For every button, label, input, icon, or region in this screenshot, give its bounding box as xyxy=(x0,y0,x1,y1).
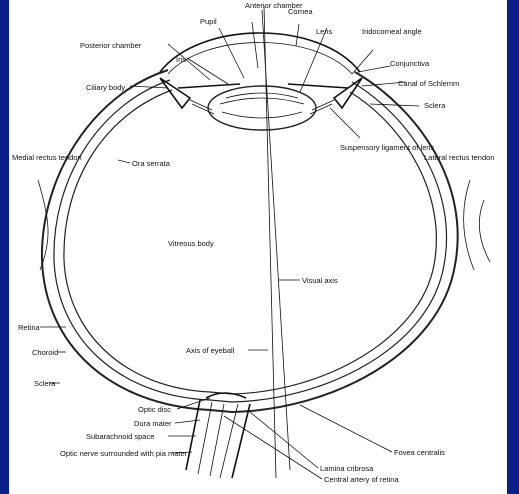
label-dura-mater: Dura mater xyxy=(134,419,172,428)
sclera-wall xyxy=(42,70,458,412)
label-suspensory-ligament: Suspensory ligament of lens xyxy=(340,143,434,152)
label-lens: Lens xyxy=(316,27,333,36)
label-optic-nerve: Optic nerve surrounded with pia mater xyxy=(60,449,188,458)
label-ciliary-body: Ciliary body xyxy=(86,83,125,92)
label-medial-rectus-tendon: Medial rectus tendon xyxy=(12,153,82,162)
label-optic-disc: Optic disc xyxy=(138,405,171,414)
label-choroid: Choroid xyxy=(32,348,58,357)
iris-right xyxy=(288,84,348,88)
label-retina: Retina xyxy=(18,323,41,332)
lens-lines xyxy=(220,93,304,118)
label-central-artery: Central artery of retina xyxy=(324,475,399,484)
ciliary-body-right xyxy=(334,78,362,108)
label-lamina-cribrosa: Lamina cribrosa xyxy=(320,464,374,473)
label-iris: Iris xyxy=(176,55,186,64)
axis-of-eyeball-line xyxy=(262,10,290,470)
retina-wall xyxy=(64,90,436,394)
lateral-rectus-tendon-shape-2 xyxy=(479,200,490,262)
suspensory-ligament-lines xyxy=(190,100,334,114)
label-subarachnoid-space: Subarachnoid space xyxy=(86,432,154,441)
medial-rectus-tendon-shape xyxy=(38,180,48,270)
label-axis-of-eyeball: Axis of eyeball xyxy=(186,346,235,355)
label-canal-of-schlemm: Canal of Schlemm xyxy=(398,79,459,88)
label-iridocorneal-angle: Iridocorneal angle xyxy=(362,27,422,36)
label-ora-serrata: Ora serrata xyxy=(132,159,171,168)
label-sclera-right: Sclera xyxy=(424,101,446,110)
label-pupil: Pupil xyxy=(200,17,217,26)
label-conjunctiva: Conjunctiva xyxy=(390,59,430,68)
label-visual-axis: Visual axis xyxy=(302,276,338,285)
label-lateral-rectus-tendon: Lateral rectus tendon xyxy=(424,153,494,162)
label-fovea-centralis: Fovea centralis xyxy=(394,448,445,457)
lateral-rectus-tendon-shape xyxy=(464,180,474,270)
cornea-inner xyxy=(168,43,352,75)
label-cornea: Cornea xyxy=(288,7,313,16)
label-sclera-left: Sclera xyxy=(34,379,56,388)
iris-left xyxy=(178,84,240,88)
cornea-outline xyxy=(160,33,360,72)
optic-nerve-inner xyxy=(198,402,238,478)
label-posterior-chamber: Posterior chamber xyxy=(80,41,142,50)
label-vitreous-body: Vitreous body xyxy=(168,239,214,248)
